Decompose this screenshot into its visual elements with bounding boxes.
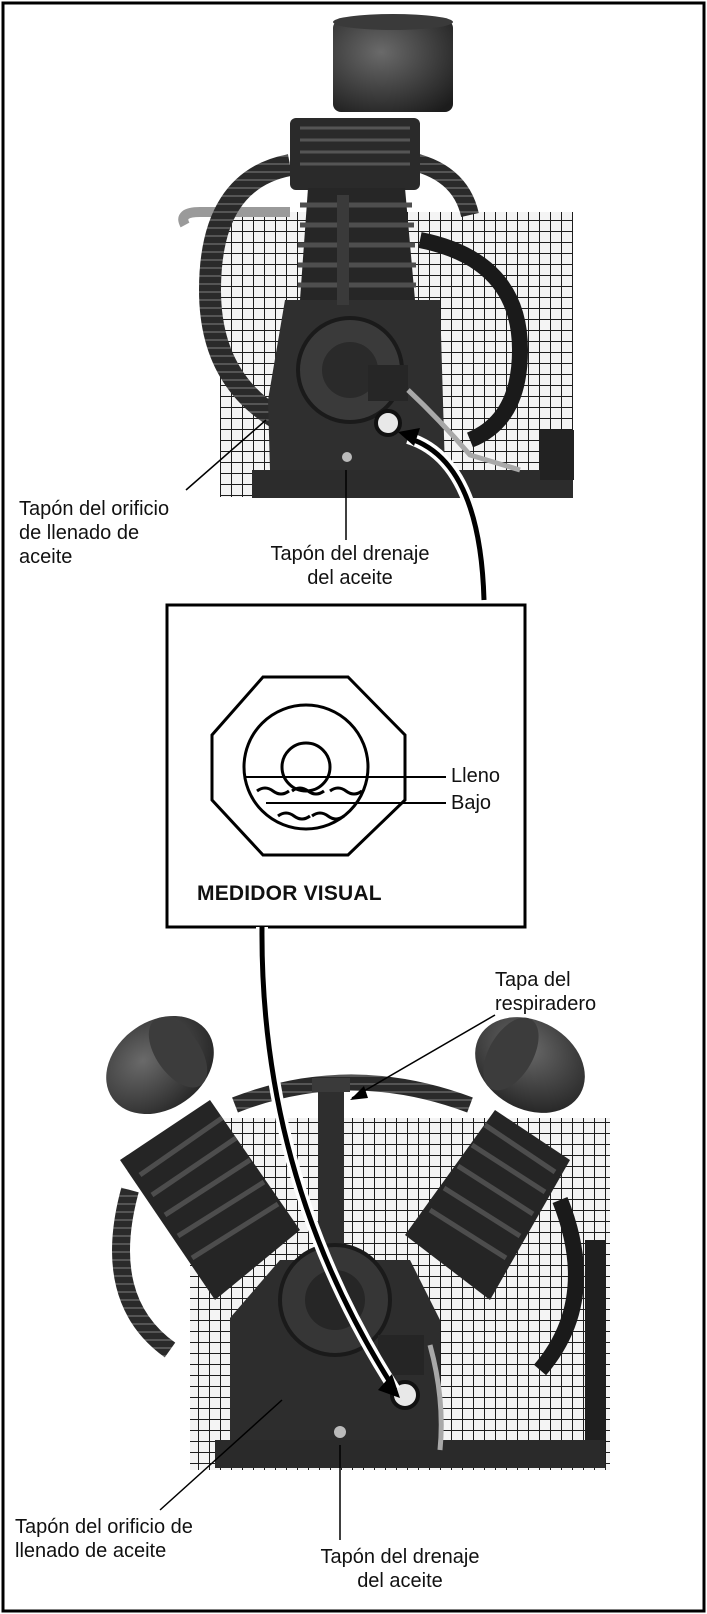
bottom-drain-plug-label: Tapón del drenaje del aceite [320,1546,480,1592]
top-right-hose [418,232,529,448]
top-fill-plug-label: Tapón del orificio de llenado de aceite [19,498,170,568]
top-cylinder-fins [298,202,416,288]
bottom-left-hose [112,1187,176,1358]
bottom-gauge-connector [259,926,398,1392]
bottom-breather-leader [351,1014,496,1099]
gauge-title: MEDIDOR VISUAL [197,882,382,905]
top-base [252,470,573,498]
bottom-right-air-filter [475,1017,585,1113]
gauge-full-label: Lleno [451,765,500,787]
top-sight-glass [374,409,402,437]
bottom-left-cylinder [120,1100,300,1300]
bottom-breather-label: Tapa del respiradero [495,969,597,1015]
top-gauge-connector [407,435,487,601]
sight-gauge-outer-ring [242,703,370,831]
top-breather-tube [337,195,349,305]
top-air-filter [333,20,453,112]
top-crankcase-hub [322,342,378,398]
bottom-top-hose [232,1074,473,1113]
top-air-filter-cap [333,14,453,30]
top-side-fitting [368,365,408,401]
top-compressor-photo [178,14,574,498]
top-flex-line [406,388,521,473]
top-head-fins [300,126,410,166]
oil-wave-upper [256,786,363,796]
bottom-left-air-filter [106,1015,214,1115]
bottom-flex-line [427,1344,444,1451]
top-motor-edge [540,430,574,480]
bottom-right-fins [428,1122,557,1261]
top-cylinder-head [290,118,420,190]
top-handle-bar [178,207,290,228]
bottom-breather-arrowhead [350,1086,368,1100]
oil-wave-lower [277,811,345,821]
bottom-right-cylinder [405,1110,570,1300]
top-drain-plug-label: Tapón del drenaje del aceite [270,543,430,589]
bottom-base [215,1440,605,1468]
bottom-connector-arrowhead [378,1374,400,1398]
bottom-motor-edge [585,1240,605,1440]
bottom-breather-cap [312,1078,350,1092]
bottom-right-hose [533,1197,584,1376]
top-fill-plug-leader [185,419,267,491]
bottom-drain-plug [334,1426,346,1438]
top-left-coil-tube [198,154,293,430]
top-drain-plug [342,452,352,462]
bottom-fill-plug-leader [159,1399,283,1511]
bottom-left-fins [138,1115,280,1261]
bottom-fill-plug-label: Tapón del orificio de llenado de aceite [15,1516,193,1562]
top-connector-arrowhead [398,428,420,446]
bottom-compressor-photo [106,1015,610,1470]
gauge-low-label: Bajo [451,792,492,814]
